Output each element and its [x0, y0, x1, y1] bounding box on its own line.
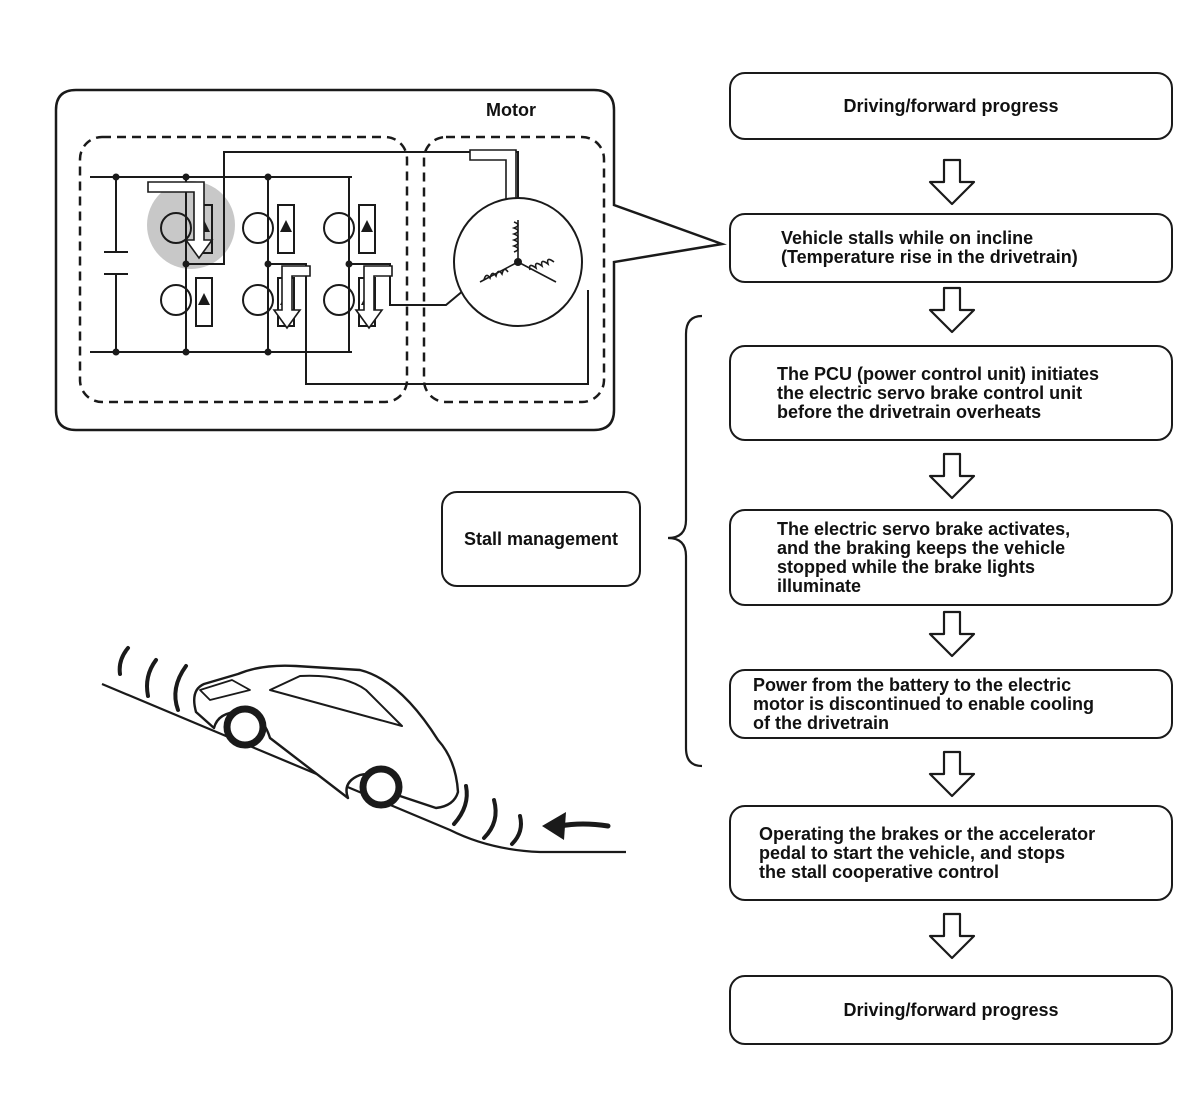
stall-management-box: Stall management	[441, 491, 641, 587]
flow-step-text: Driving/forward progress	[843, 999, 1059, 1020]
junction-dots	[112, 173, 353, 356]
inverter-dashed-region	[78, 135, 409, 404]
flow-step-text: The PCU (power control unit) initiates t…	[777, 363, 1100, 422]
vibration-marks	[117, 646, 523, 846]
direction-arrow	[542, 812, 611, 840]
flow-step-power-discontinued: Power from the battery to the electric m…	[729, 669, 1173, 739]
flow-step-text: Vehicle stalls while on incline (Tempera…	[781, 228, 1078, 267]
flow-step-restart: Operating the brakes or the accelerator …	[729, 805, 1173, 901]
stall-management-label: Stall management	[463, 528, 619, 549]
flow-step-text: Operating the brakes or the accelerator …	[759, 823, 1096, 882]
car-illustration	[193, 664, 460, 810]
flow-down-arrows	[928, 158, 976, 960]
motor-label: Motor	[486, 100, 536, 120]
flow-step-text: The electric servo brake activates, and …	[777, 518, 1071, 596]
motor-neutral-point	[514, 258, 522, 266]
flow-step-driving-end: Driving/forward progress	[729, 975, 1173, 1045]
incline-road	[101, 682, 626, 854]
motor-dashed-region	[422, 135, 606, 404]
flow-step-brake-activates: The electric servo brake activates, and …	[729, 509, 1173, 606]
flow-step-text: Driving/forward progress	[843, 95, 1059, 116]
flow-step-driving-start: Driving/forward progress	[729, 72, 1173, 140]
motor-callout-frame	[54, 88, 727, 432]
flow-step-vehicle-stalls: Vehicle stalls while on incline (Tempera…	[729, 213, 1173, 283]
motor-windings	[479, 220, 557, 283]
flow-step-pcu-initiates: The PCU (power control unit) initiates t…	[729, 345, 1173, 441]
stall-brace	[667, 314, 703, 768]
flow-step-text: Power from the battery to the electric m…	[753, 674, 1095, 733]
